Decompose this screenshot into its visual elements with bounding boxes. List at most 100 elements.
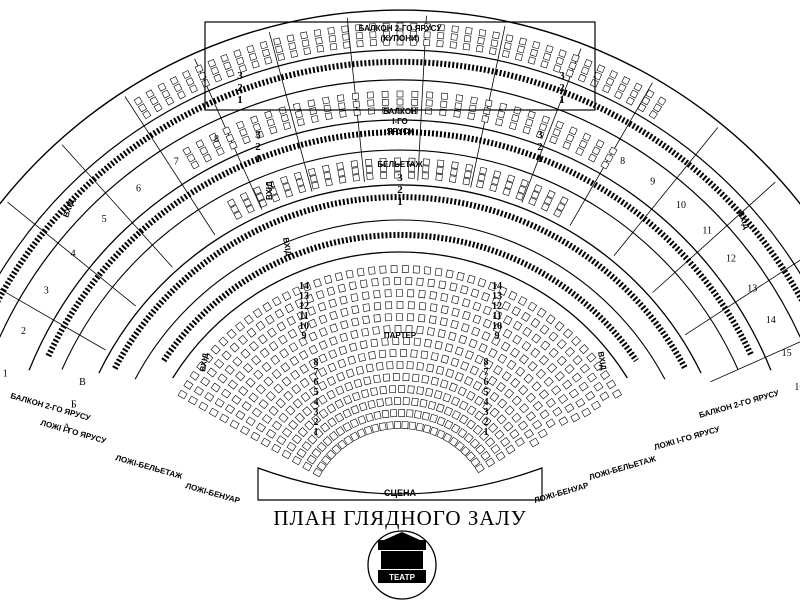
seat <box>251 407 262 418</box>
seat <box>137 103 148 113</box>
seat <box>394 164 401 172</box>
seat <box>386 421 394 430</box>
seat <box>308 344 318 355</box>
seat <box>608 146 618 156</box>
box-number-right: 14 <box>766 315 776 326</box>
seat <box>505 444 516 455</box>
seat <box>502 328 513 339</box>
seat <box>350 160 359 168</box>
seat <box>177 90 186 100</box>
seat <box>149 96 159 106</box>
row-number-parterre-back-right: 9 <box>495 331 500 342</box>
seat <box>519 354 529 365</box>
seat <box>313 278 322 288</box>
tier-ring-7 <box>172 251 628 379</box>
boxes1-right-label: ЛОЖІ І-ГО ЯРУСУ <box>653 424 722 452</box>
seat <box>491 336 501 347</box>
seat <box>214 398 225 408</box>
seat <box>469 438 480 449</box>
seat <box>456 271 465 281</box>
seat <box>496 381 506 393</box>
seat <box>487 281 497 292</box>
seat <box>392 337 400 345</box>
seat <box>480 450 491 461</box>
seat <box>208 132 218 142</box>
seat <box>470 96 478 105</box>
seat <box>370 387 379 396</box>
seat <box>339 110 347 118</box>
seat <box>207 58 217 68</box>
seat <box>412 373 420 383</box>
seat <box>540 202 550 212</box>
seat <box>398 385 406 393</box>
box-number-left: 6 <box>136 183 141 194</box>
seat <box>488 422 499 433</box>
seat <box>329 323 339 333</box>
row-number-balcony1-right: 1 <box>537 153 543 165</box>
seat <box>311 414 322 425</box>
seat <box>334 399 344 409</box>
seat <box>255 422 266 433</box>
row-number-parterre-front-left: 1 <box>314 427 319 438</box>
seat <box>381 337 389 346</box>
seat <box>308 372 319 383</box>
seat <box>407 385 415 394</box>
seat <box>423 31 431 39</box>
seat <box>408 157 416 165</box>
seat <box>396 90 404 98</box>
seat <box>440 305 449 315</box>
seat <box>318 327 328 337</box>
seat <box>398 409 406 417</box>
box-divider <box>124 96 216 236</box>
seat <box>153 103 163 113</box>
seat <box>565 68 574 78</box>
seat <box>322 164 330 173</box>
seat <box>467 112 476 121</box>
seat <box>326 389 336 400</box>
seat <box>296 118 305 127</box>
box-number-left: 4 <box>71 248 76 259</box>
seat <box>297 185 307 194</box>
row-number-balcony1-left: 2 <box>255 141 261 153</box>
seat <box>426 91 434 99</box>
seat <box>609 70 618 79</box>
seat <box>188 395 198 406</box>
seat <box>278 334 288 345</box>
seat <box>396 98 404 106</box>
seat <box>386 361 394 370</box>
seat <box>451 161 459 169</box>
seat <box>407 171 415 179</box>
box-divider <box>613 127 719 257</box>
box-number-right: 15 <box>782 348 792 359</box>
entrance-label-left-outer: ВХІД <box>61 198 76 219</box>
row-number-balcony2-right: 2 <box>559 82 565 94</box>
seat <box>369 39 377 47</box>
seat <box>577 73 587 83</box>
row-number-parterre-front-right: 2 <box>484 417 489 428</box>
box-number-left: 3 <box>44 286 49 297</box>
stage-outline <box>257 467 543 501</box>
seat <box>380 171 388 179</box>
seat <box>405 277 413 286</box>
seat <box>416 386 425 395</box>
seat <box>385 301 393 310</box>
row-number-parterre-back-right: 10 <box>492 321 502 332</box>
seat <box>228 141 238 150</box>
tier-outlines <box>0 9 800 383</box>
seat <box>517 420 529 431</box>
seat <box>633 82 643 92</box>
seat <box>306 454 317 465</box>
seat <box>591 400 601 411</box>
row-number-parterre-front-left: 4 <box>314 397 319 408</box>
seat <box>469 365 479 376</box>
seat <box>367 399 376 409</box>
seat <box>450 423 461 434</box>
seat <box>449 282 458 292</box>
seat <box>477 278 487 288</box>
row-number-parterre-front-right: 8 <box>484 357 489 368</box>
row-number-parterre-back-left: 10 <box>299 321 309 332</box>
seat <box>482 305 492 316</box>
seat <box>475 44 484 53</box>
seat <box>454 102 462 110</box>
seat <box>439 379 449 389</box>
